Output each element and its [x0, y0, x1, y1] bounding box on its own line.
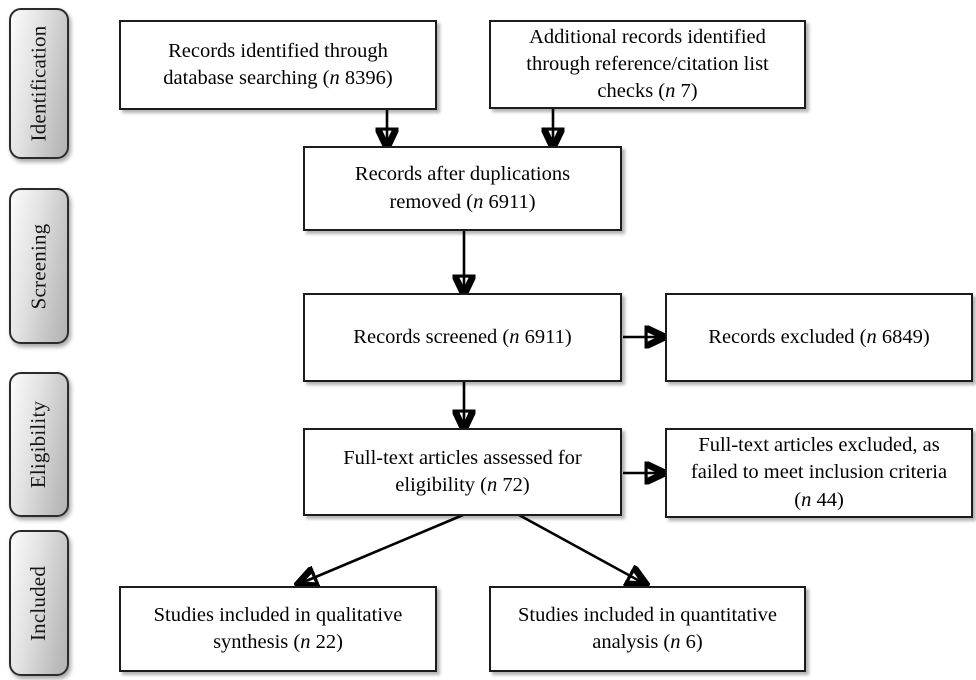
- qualitative-line2-pre: synthesis (: [213, 631, 301, 653]
- stage-pill-identification: Identification: [9, 8, 69, 159]
- fulltext-assessed-line1: Full-text articles assessed for: [343, 446, 582, 469]
- box-records-screened: Records screened (n 6911): [303, 293, 622, 382]
- box-after-duplications-text: Records after duplications removed (n 69…: [355, 161, 570, 216]
- arrow-fulltext-to-qualitative: [299, 513, 464, 584]
- fulltext-assessed-line2-post: 72): [497, 474, 530, 496]
- additional-records-line2: through reference/citation list: [526, 52, 769, 75]
- records-screened-line1-post: 6911): [519, 325, 572, 348]
- additional-records-line1: Additional records identified: [529, 25, 766, 48]
- records-excluded-line1-post: 6849): [876, 325, 930, 348]
- fulltext-excluded-line3-post: 44): [811, 488, 844, 511]
- qualitative-line1: Studies included in qualitative: [153, 603, 403, 626]
- fulltext-excluded-line1: Full-text articles excluded, as: [698, 434, 940, 457]
- box-records-screened-text: Records screened (n 6911): [353, 324, 571, 351]
- qualitative-line2-post: 22): [310, 631, 343, 653]
- quantitative-n-symbol: n: [670, 631, 681, 653]
- fulltext-assessed-line2-pre: eligibility (: [395, 474, 487, 496]
- quantitative-line2-pre: analysis (: [592, 631, 671, 653]
- box-qualitative-synthesis: Studies included in qualitative synthesi…: [119, 586, 437, 672]
- box-after-duplications: Records after duplications removed (n 69…: [303, 146, 622, 231]
- box-records-excluded-text: Records excluded (n 6849): [708, 324, 929, 351]
- stage-label-eligibility: Eligibility: [26, 400, 51, 489]
- after-duplications-n-symbol: n: [473, 190, 484, 213]
- box-records-identified-text: Records identified through database sear…: [163, 38, 392, 93]
- fulltext-excluded-line3-pre: (: [794, 488, 802, 511]
- stage-label-identification: Identification: [26, 25, 51, 142]
- quantitative-line2-post: 6): [680, 631, 703, 653]
- records-identified-line2-pre: database searching (: [163, 67, 330, 89]
- records-identified-line1: Records identified through: [168, 39, 388, 62]
- additional-records-line3-pre: checks (: [597, 80, 666, 103]
- box-additional-records-text: Additional records identified through re…: [526, 24, 769, 106]
- box-fulltext-assessed: Full-text articles assessed for eligibil…: [303, 428, 622, 516]
- box-records-identified: Records identified through database sear…: [119, 20, 437, 110]
- additional-records-n-symbol: n: [665, 80, 676, 103]
- additional-records-line3-post: 7): [675, 80, 698, 103]
- arrow-fulltext-to-quantitative: [518, 513, 645, 584]
- quantitative-line1: Studies included in quantitative: [517, 603, 778, 626]
- records-screened-line1-pre: Records screened (: [353, 325, 510, 348]
- stage-pill-eligibility: Eligibility: [9, 372, 69, 517]
- box-qualitative-synthesis-text: Studies included in qualitative synthesi…: [154, 602, 403, 657]
- box-fulltext-excluded: Full-text articles excluded, as failed t…: [665, 428, 973, 518]
- stage-label-included: Included: [26, 565, 51, 641]
- stage-pill-screening: Screening: [9, 188, 69, 344]
- box-additional-records: Additional records identified through re…: [489, 20, 806, 109]
- box-quantitative-analysis: Studies included in quantitative analysi…: [489, 586, 806, 672]
- records-excluded-line1-pre: Records excluded (: [708, 325, 867, 348]
- after-duplications-line2-post: 6911): [483, 190, 536, 213]
- fulltext-excluded-n-symbol: n: [801, 488, 812, 511]
- fulltext-excluded-line2: failed to meet inclusion criteria: [690, 461, 948, 484]
- records-identified-n-symbol: n: [329, 67, 340, 89]
- stage-pill-included: Included: [9, 530, 69, 676]
- qualitative-n-symbol: n: [300, 631, 311, 653]
- records-screened-n-symbol: n: [509, 325, 520, 348]
- box-fulltext-excluded-text: Full-text articles excluded, as failed t…: [691, 432, 947, 514]
- stage-label-screening: Screening: [26, 223, 51, 309]
- records-identified-line2-post: 8396): [339, 67, 393, 89]
- box-fulltext-assessed-text: Full-text articles assessed for eligibil…: [343, 445, 582, 500]
- fulltext-assessed-n-symbol: n: [486, 474, 498, 496]
- box-quantitative-analysis-text: Studies included in quantitative analysi…: [518, 602, 777, 657]
- records-excluded-n-symbol: n: [866, 325, 877, 348]
- after-duplications-line1: Records after duplications: [354, 163, 571, 186]
- after-duplications-line2-pre: removed (: [389, 190, 474, 213]
- box-records-excluded: Records excluded (n 6849): [665, 293, 973, 382]
